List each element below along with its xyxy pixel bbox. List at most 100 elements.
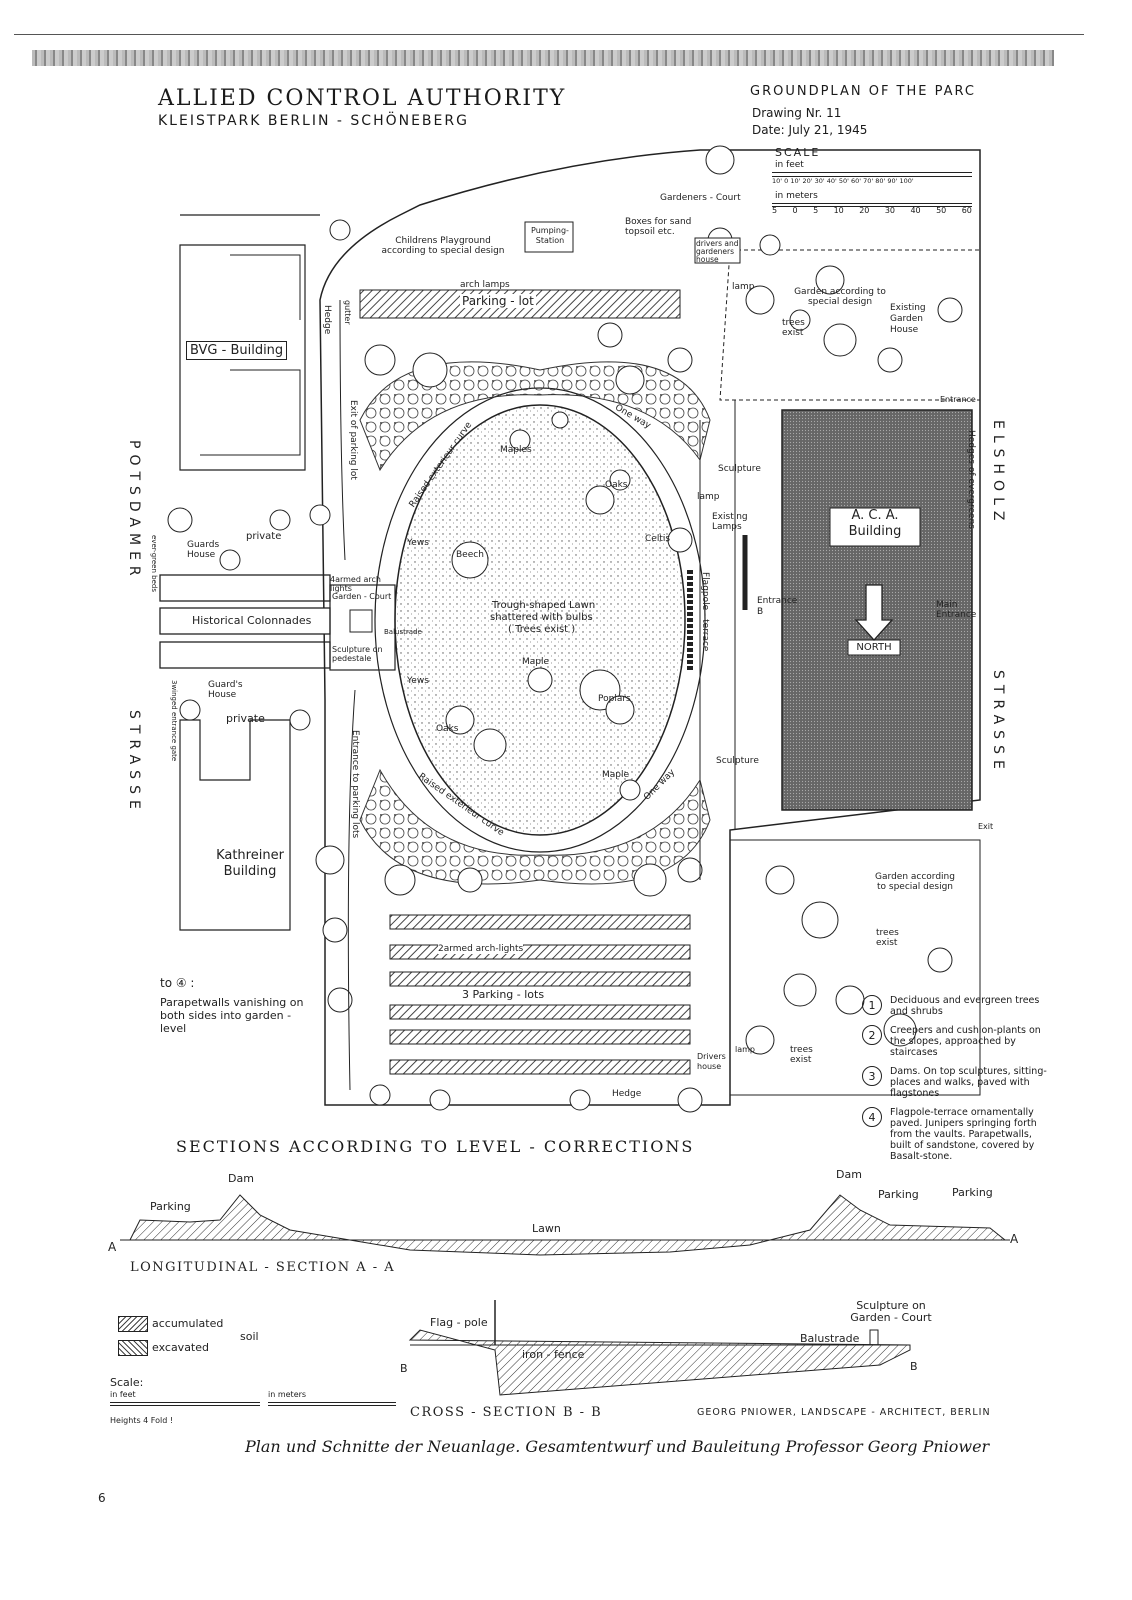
- sections-heading: SECTIONS ACCORDING TO LEVEL - CORRECTION…: [176, 1137, 695, 1156]
- balustrade-label: Balustrade: [384, 628, 422, 636]
- armed-lights-label: 4armed arch lights: [330, 575, 381, 593]
- colonnades-label: Historical Colonnades: [192, 614, 312, 627]
- beech-label: Beech: [456, 550, 484, 560]
- entrance-gate-label: 3winged entrance gate: [170, 680, 178, 762]
- scale-tick: 40: [910, 206, 921, 215]
- trees-exist-top: trees exist: [782, 318, 805, 338]
- poplars-label: Poplars: [598, 694, 631, 704]
- accumulated-swatch: [118, 1316, 148, 1332]
- scale-label-section: Scale:: [110, 1376, 144, 1389]
- yews-label-top: Yews: [407, 538, 429, 548]
- garden-court-label: Garden - Court: [332, 592, 392, 601]
- celtis-label: Celtis: [645, 534, 671, 544]
- top-band: [32, 50, 1054, 66]
- flagpole-terrace-label: Flagpole - terrace: [700, 572, 710, 652]
- parking-row-3: [389, 971, 691, 987]
- parking-row-4: [389, 1004, 691, 1020]
- page-number: 6: [98, 1491, 106, 1505]
- aca-label-line2: Building: [848, 524, 902, 539]
- soil-label: soil: [240, 1330, 259, 1343]
- title: ALLIED CONTROL AUTHORITY: [158, 86, 567, 111]
- scale-meters-bar: [772, 203, 972, 207]
- legend-text: Deciduous and evergreen trees and shrubs: [890, 995, 1040, 1017]
- legend: 1 Deciduous and evergreen trees and shrub…: [862, 995, 1062, 1170]
- colonnade-mid: [159, 607, 331, 635]
- parapet-ref: to ④ :: [160, 976, 195, 990]
- bvg-building-outline: [179, 214, 320, 471]
- guards-house-top: Guards House: [187, 540, 220, 560]
- oaks-label-bottom: Oaks: [436, 724, 459, 734]
- legend-text: Flagpole-terrace ornamentally paved. Jun…: [890, 1107, 1037, 1162]
- colonnade-top: [159, 574, 331, 602]
- private-label-bottom: private: [226, 712, 265, 725]
- entrance-label: Entrance: [940, 395, 976, 404]
- arch-lamps-label: arch lamps: [460, 280, 510, 290]
- evergreen-beds-label: ever-green beds: [150, 535, 158, 592]
- aca-label-box: [829, 507, 921, 547]
- entrance-b-label: Entrance B: [757, 596, 798, 617]
- lawn-label-3: ( Trees exist ): [508, 624, 576, 635]
- scale-tick: 10: [833, 206, 844, 215]
- excavated-swatch: [118, 1340, 148, 1356]
- longitudinal-section: [120, 1194, 1010, 1256]
- scale-feet-bar: [772, 172, 972, 177]
- scale-tick: 50: [936, 206, 947, 215]
- sculpture-label-top: Sculpture: [718, 464, 761, 474]
- legend-item: 1 Deciduous and evergreen trees and shrub…: [862, 995, 1062, 1017]
- garden-court: [329, 584, 396, 671]
- exit-parking-label: Exit of parking lot: [348, 400, 358, 480]
- parking-row-5: [389, 1029, 691, 1045]
- legend-text: Dams. On top sculptures, sitting-places …: [890, 1066, 1047, 1099]
- garden-top-label: Garden according to special design: [794, 287, 886, 307]
- existing-lamps-label: Existing Lamps: [712, 512, 748, 532]
- drivers-house-bottom: Drivers house: [697, 1052, 726, 1071]
- pumping-station: [524, 221, 574, 253]
- hedges-evergreen-label: Hedges of evergreens: [966, 430, 976, 529]
- trees-exist-lower: trees exist: [790, 1045, 813, 1065]
- excavated-label: excavated: [152, 1341, 209, 1354]
- heights-label: Heights 4 Fold !: [110, 1416, 174, 1425]
- trees: [167, 145, 963, 1113]
- parapet-text: Parapetwalls vanishing on both sides int…: [160, 996, 304, 1035]
- main-entrance-label: Main Entrance: [936, 600, 977, 620]
- legend-number: 1: [862, 995, 882, 1015]
- three-parking-label: 3 Parking - lots: [460, 988, 547, 1001]
- cross-section: [408, 1300, 911, 1396]
- scale-tick: 20: [859, 206, 870, 215]
- iron-fence-label: iron - fence: [522, 1348, 585, 1361]
- scale-tick: 5: [772, 206, 778, 215]
- entrance-parking-label: Entrance to parking lots: [350, 730, 360, 839]
- plan-title: GROUNDPLAN OF THE PARC: [750, 84, 976, 99]
- gutter-label: gutter: [343, 300, 352, 325]
- maple-label-bottom: Maple: [602, 770, 630, 780]
- lawn-label-1: Trough-shaped Lawn: [492, 600, 596, 611]
- accumulated-label: accumulated: [152, 1317, 224, 1330]
- bvg-inner: [200, 254, 301, 456]
- parking-row-6: [389, 1059, 691, 1075]
- street-elsholz: ELSHOLZ: [990, 420, 1006, 527]
- parking-label-right-1: Parking: [878, 1188, 919, 1201]
- scale-in-meters: in meters: [268, 1390, 307, 1399]
- scale-meters-label: in meters: [775, 191, 818, 201]
- scale-tick: 30: [884, 206, 896, 215]
- flag-pole-label: Flag - pole: [430, 1316, 488, 1329]
- groundplan-drawing: [159, 145, 981, 1113]
- street-potsdamer-strasse: STRASSE: [126, 710, 142, 815]
- section-scale-bar-feet: [110, 1402, 260, 1406]
- drawing-number: Drawing Nr. 11: [752, 106, 842, 120]
- parking-label-right-2: Parking: [952, 1186, 993, 1199]
- section-scale-bar-meters: [268, 1402, 396, 1406]
- aca-label-line1: A. C. A.: [851, 508, 899, 523]
- long-section-title: LONGITUDINAL - SECTION A - A: [130, 1260, 396, 1275]
- garden-top-right: [719, 249, 981, 401]
- legend-number: 2: [862, 1025, 882, 1045]
- road-right: [699, 400, 736, 880]
- guards-house-bottom: Guard's House: [208, 680, 243, 700]
- oaks-label-top: Oaks: [605, 480, 628, 490]
- sculpture-label-bottom: Sculpture: [716, 756, 759, 766]
- scale-tick: 5: [813, 206, 819, 215]
- hedge-label-bottom: Hedge: [612, 1089, 642, 1099]
- garden-bottom-right: [729, 839, 981, 1096]
